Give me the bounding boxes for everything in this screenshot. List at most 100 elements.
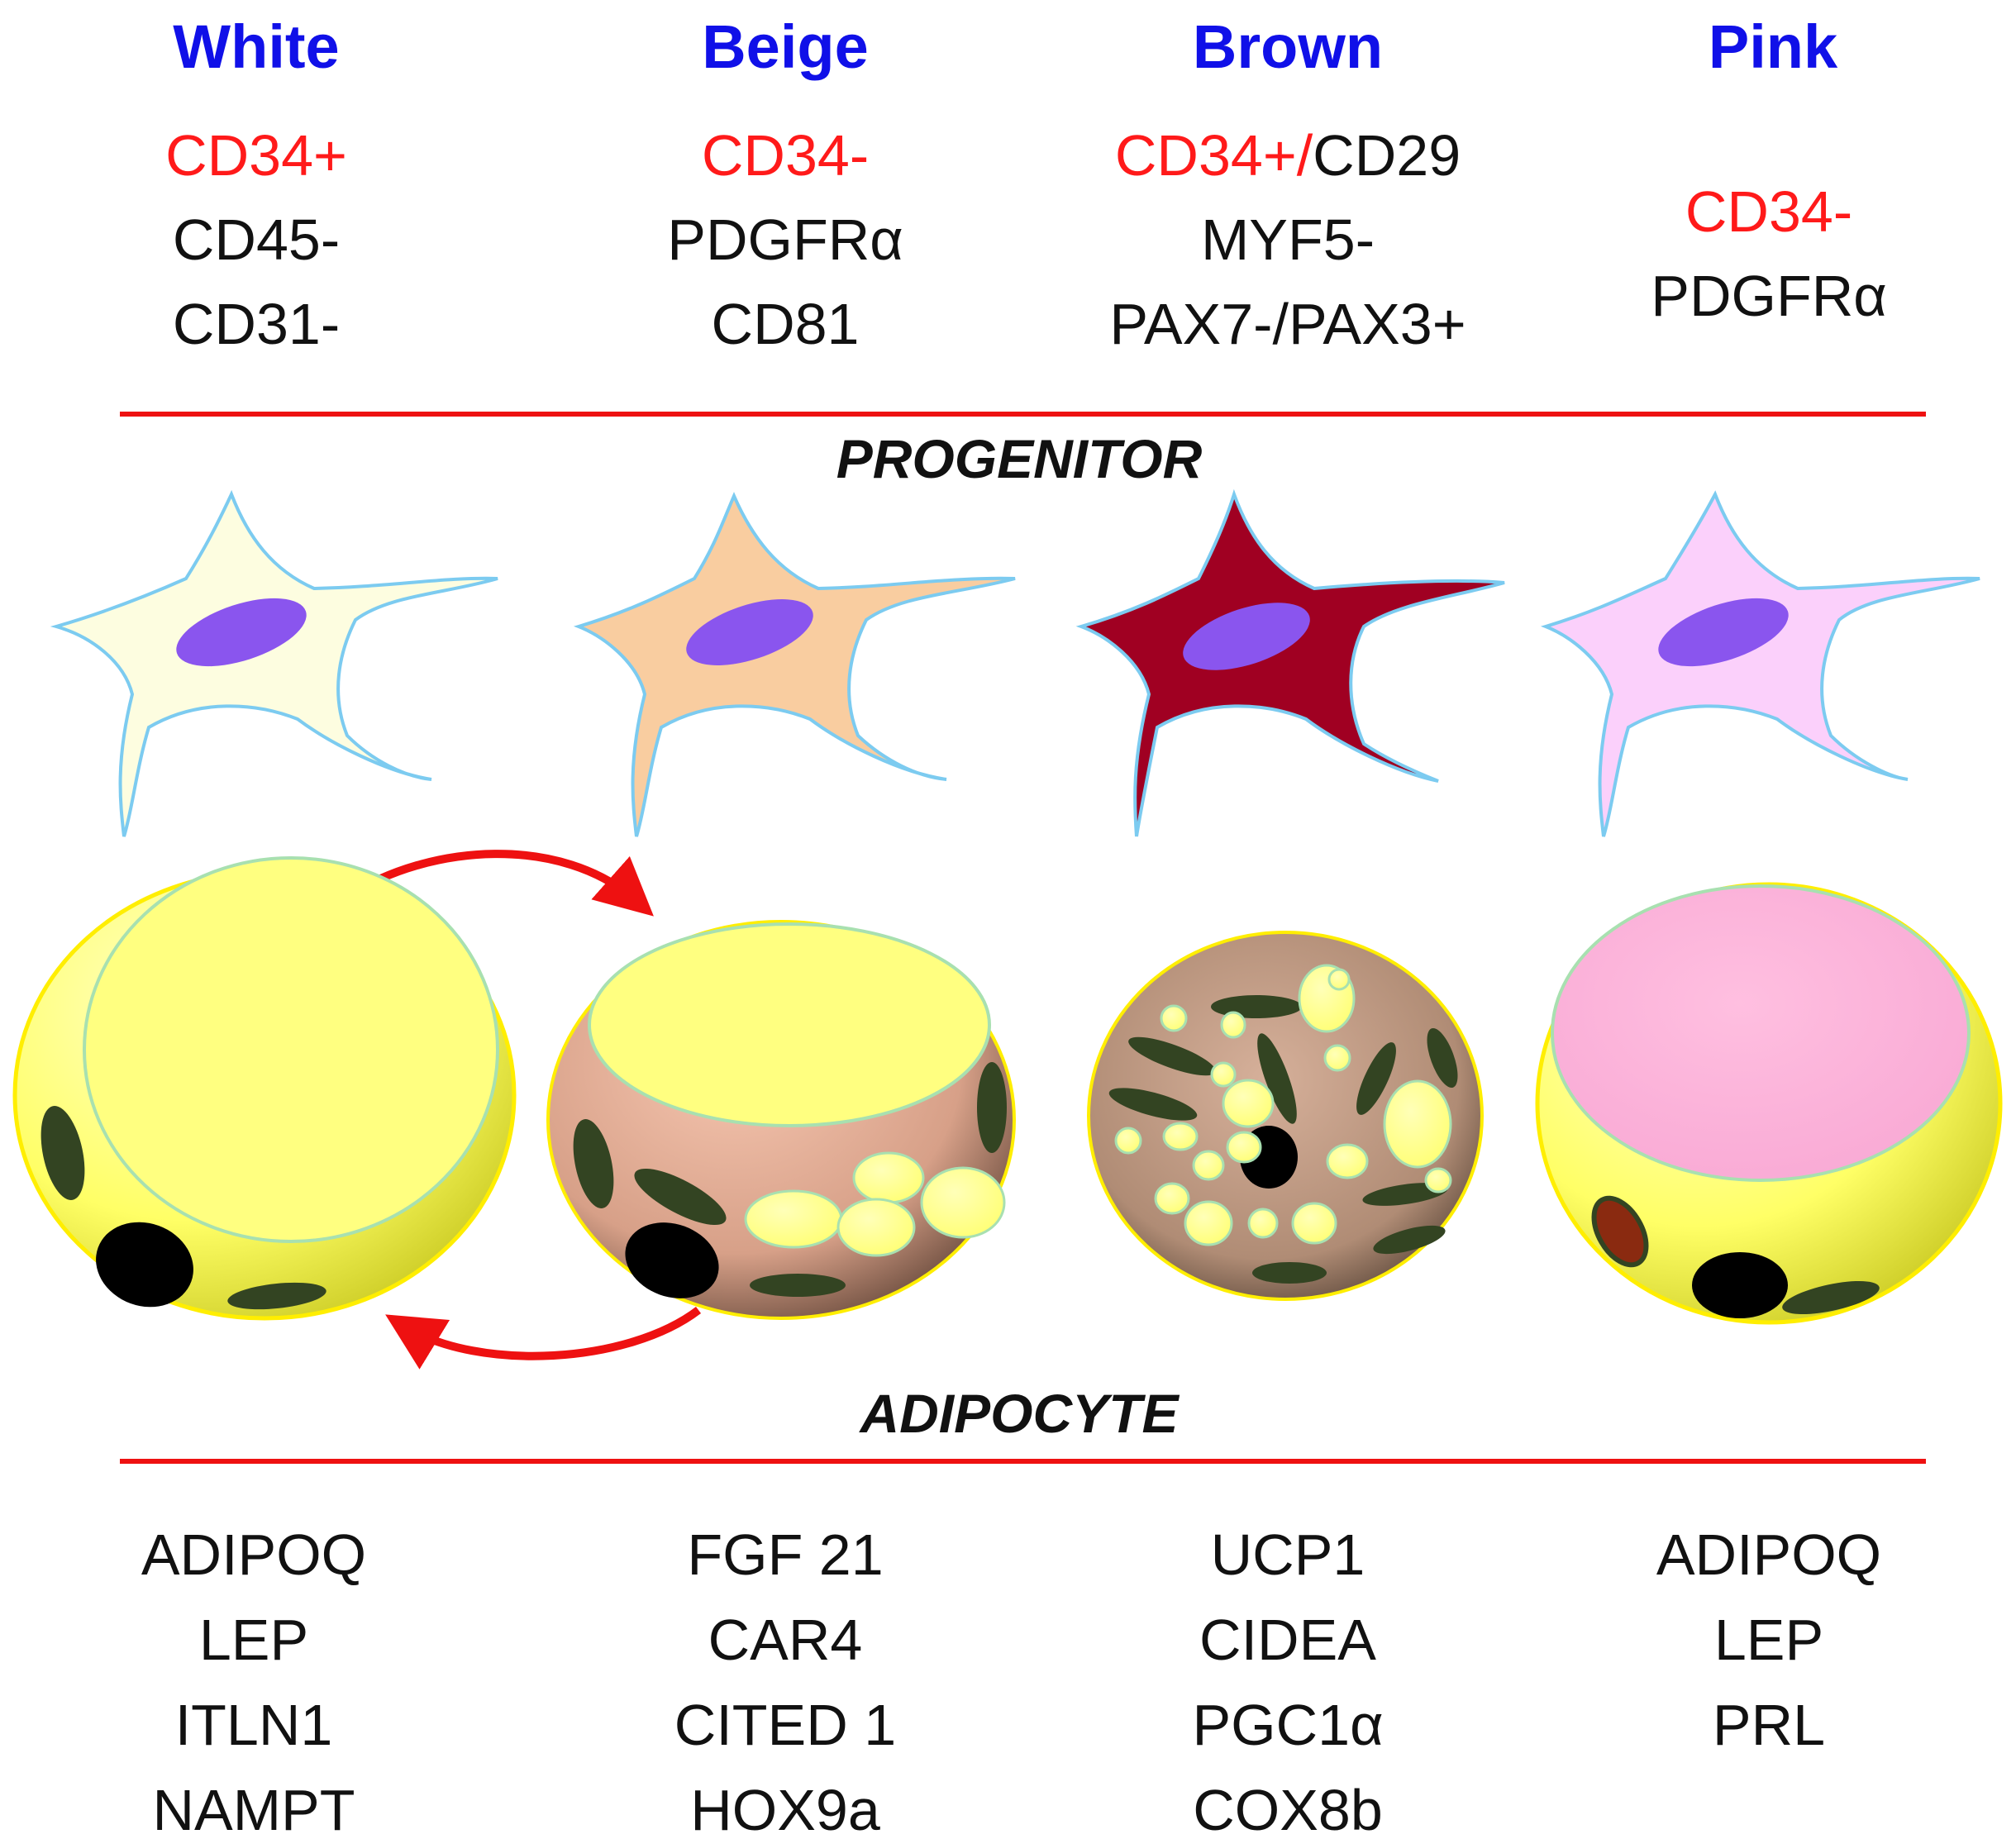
marker-part: CD34+ <box>165 123 347 188</box>
marker: ADIPOQ <box>1656 1522 1881 1587</box>
mitochondrion <box>227 1282 326 1310</box>
marker: CD81 <box>712 292 860 356</box>
progenitor-markers-pink: CD34- PDGFRα <box>1651 179 1886 328</box>
marker-part: CD34- <box>702 123 869 188</box>
progenitor-cell-brown <box>1075 488 1505 837</box>
mitochondrion <box>750 1274 846 1297</box>
section-label-progenitor: PROGENITOR <box>836 428 1203 489</box>
mitochondrion <box>1211 995 1302 1018</box>
marker: UCP1 <box>1211 1522 1365 1587</box>
lipid-droplet <box>1114 1127 1142 1155</box>
marker: CD34+ <box>165 123 347 188</box>
marker-part: CD45- <box>173 207 340 272</box>
mitochondrion <box>1362 1183 1448 1206</box>
marker: CD34- <box>702 123 869 188</box>
adipocyte-markers-pink: ADIPOQ LEP PRL <box>1656 1522 1881 1757</box>
marker-part: CD29 <box>1313 123 1461 188</box>
lipid-droplet <box>1327 968 1351 991</box>
lipid-droplet <box>1291 1202 1337 1245</box>
mitochondrion <box>1128 1036 1216 1076</box>
cell-body <box>1075 488 1505 837</box>
marker: MYF5- <box>1201 207 1375 272</box>
progenitor-cell-beige <box>573 492 1016 837</box>
mitochondrion <box>1427 1027 1458 1089</box>
milk-droplet <box>1551 884 1971 1182</box>
mitochondrion <box>977 1062 1007 1153</box>
mitochondrion <box>1356 1042 1396 1115</box>
lipid-droplet <box>1424 1167 1452 1193</box>
lipid-droplet <box>1323 1044 1351 1072</box>
marker-part: PDGFRα <box>667 207 903 272</box>
lipid-droplet <box>1154 1182 1190 1215</box>
progenitor-cell-pink <box>1540 490 1980 837</box>
cell-body <box>50 489 498 837</box>
lipid-droplet <box>1226 1131 1262 1164</box>
cell-body <box>1540 490 1980 837</box>
lipid-droplet <box>83 856 499 1243</box>
lipid-droplet <box>1160 1004 1188 1032</box>
adipocyte-markers-beige: FGF 21 CAR4 CITED 1 HOX9a <box>674 1522 896 1839</box>
marker: NAMPT <box>153 1778 355 1839</box>
lipid-droplet <box>1326 1143 1369 1179</box>
nucleus <box>96 1222 193 1308</box>
lipid-droplet <box>744 1189 843 1249</box>
column-title-white: White <box>173 12 339 81</box>
adipocyte-markers-white: ADIPOQ LEP ITLN1 NAMPT <box>141 1522 366 1839</box>
mitochondrion <box>1257 1033 1297 1124</box>
nucleus <box>1692 1252 1788 1318</box>
nucleus <box>1183 603 1310 670</box>
marker: PDGFRα <box>1651 264 1886 328</box>
marker: CD45- <box>173 207 340 272</box>
marker: CIDEA <box>1199 1608 1376 1672</box>
marker: COX8b <box>1193 1778 1383 1839</box>
marker: PRL <box>1713 1693 1825 1757</box>
nucleus <box>625 1222 719 1298</box>
lipid-droplet <box>588 922 991 1127</box>
mitochondrion <box>1252 1262 1327 1284</box>
marker: CD31- <box>173 292 340 356</box>
mitochondrion <box>573 1119 614 1208</box>
column-title-beige: Beige <box>702 12 869 81</box>
lipid-droplet <box>1220 1011 1246 1039</box>
mitochondrion <box>1782 1280 1880 1315</box>
marker: PGC1α <box>1192 1693 1383 1757</box>
marker-part: CD81 <box>712 292 860 356</box>
marker: ITLN1 <box>175 1693 333 1757</box>
arrow-beige-to-white <box>385 1307 702 1370</box>
adipocyte-markers-brown: UCP1 CIDEA PGC1α COX8b <box>1192 1522 1383 1839</box>
lipid-droplet <box>1222 1079 1275 1128</box>
progenitor-markers-brown: CD34+/CD29 MYF5- PAX7-/PAX3+ <box>1109 123 1466 356</box>
marker: FGF 21 <box>687 1522 883 1587</box>
adipocyte-beige <box>546 920 1016 1320</box>
marker: LEP <box>199 1608 308 1672</box>
adipocyte-white <box>12 856 517 1321</box>
marker-part: PDGFRα <box>1651 264 1886 328</box>
lipid-droplet <box>1383 1079 1452 1169</box>
lipid-droplet <box>1162 1122 1199 1151</box>
column-title-pink: Pink <box>1709 12 1838 81</box>
mitochondrion <box>1108 1088 1198 1121</box>
lipid-droplet <box>1192 1150 1225 1181</box>
nucleus <box>1658 598 1789 667</box>
nucleus <box>176 598 307 667</box>
lipid-droplet <box>1247 1208 1279 1239</box>
progenitor-markers-white: CD34+ CD45- CD31- <box>165 123 347 356</box>
marker-part: PAX7-/PAX3+ <box>1109 292 1466 356</box>
marker: CD34- <box>1685 179 1852 244</box>
marker: LEP <box>1714 1608 1823 1672</box>
marker: HOX9a <box>690 1778 880 1839</box>
lipid-droplet <box>1184 1200 1233 1246</box>
lipid-droplet <box>920 1166 1006 1239</box>
marker-part: MYF5- <box>1201 207 1375 272</box>
mitochondrion <box>41 1106 85 1200</box>
lipid-droplet <box>836 1198 916 1257</box>
lipid-droplet <box>1210 1061 1237 1088</box>
adipocyte-brown <box>1087 931 1484 1301</box>
column-title-brown: Brown <box>1193 12 1383 81</box>
marker: CITED 1 <box>674 1693 896 1757</box>
marker: PAX7-/PAX3+ <box>1109 292 1466 356</box>
lipid-droplet <box>852 1151 925 1204</box>
progenitor-markers-beige: CD34- PDGFRα CD81 <box>667 123 903 356</box>
marker: CD34+/CD29 <box>1115 123 1461 188</box>
